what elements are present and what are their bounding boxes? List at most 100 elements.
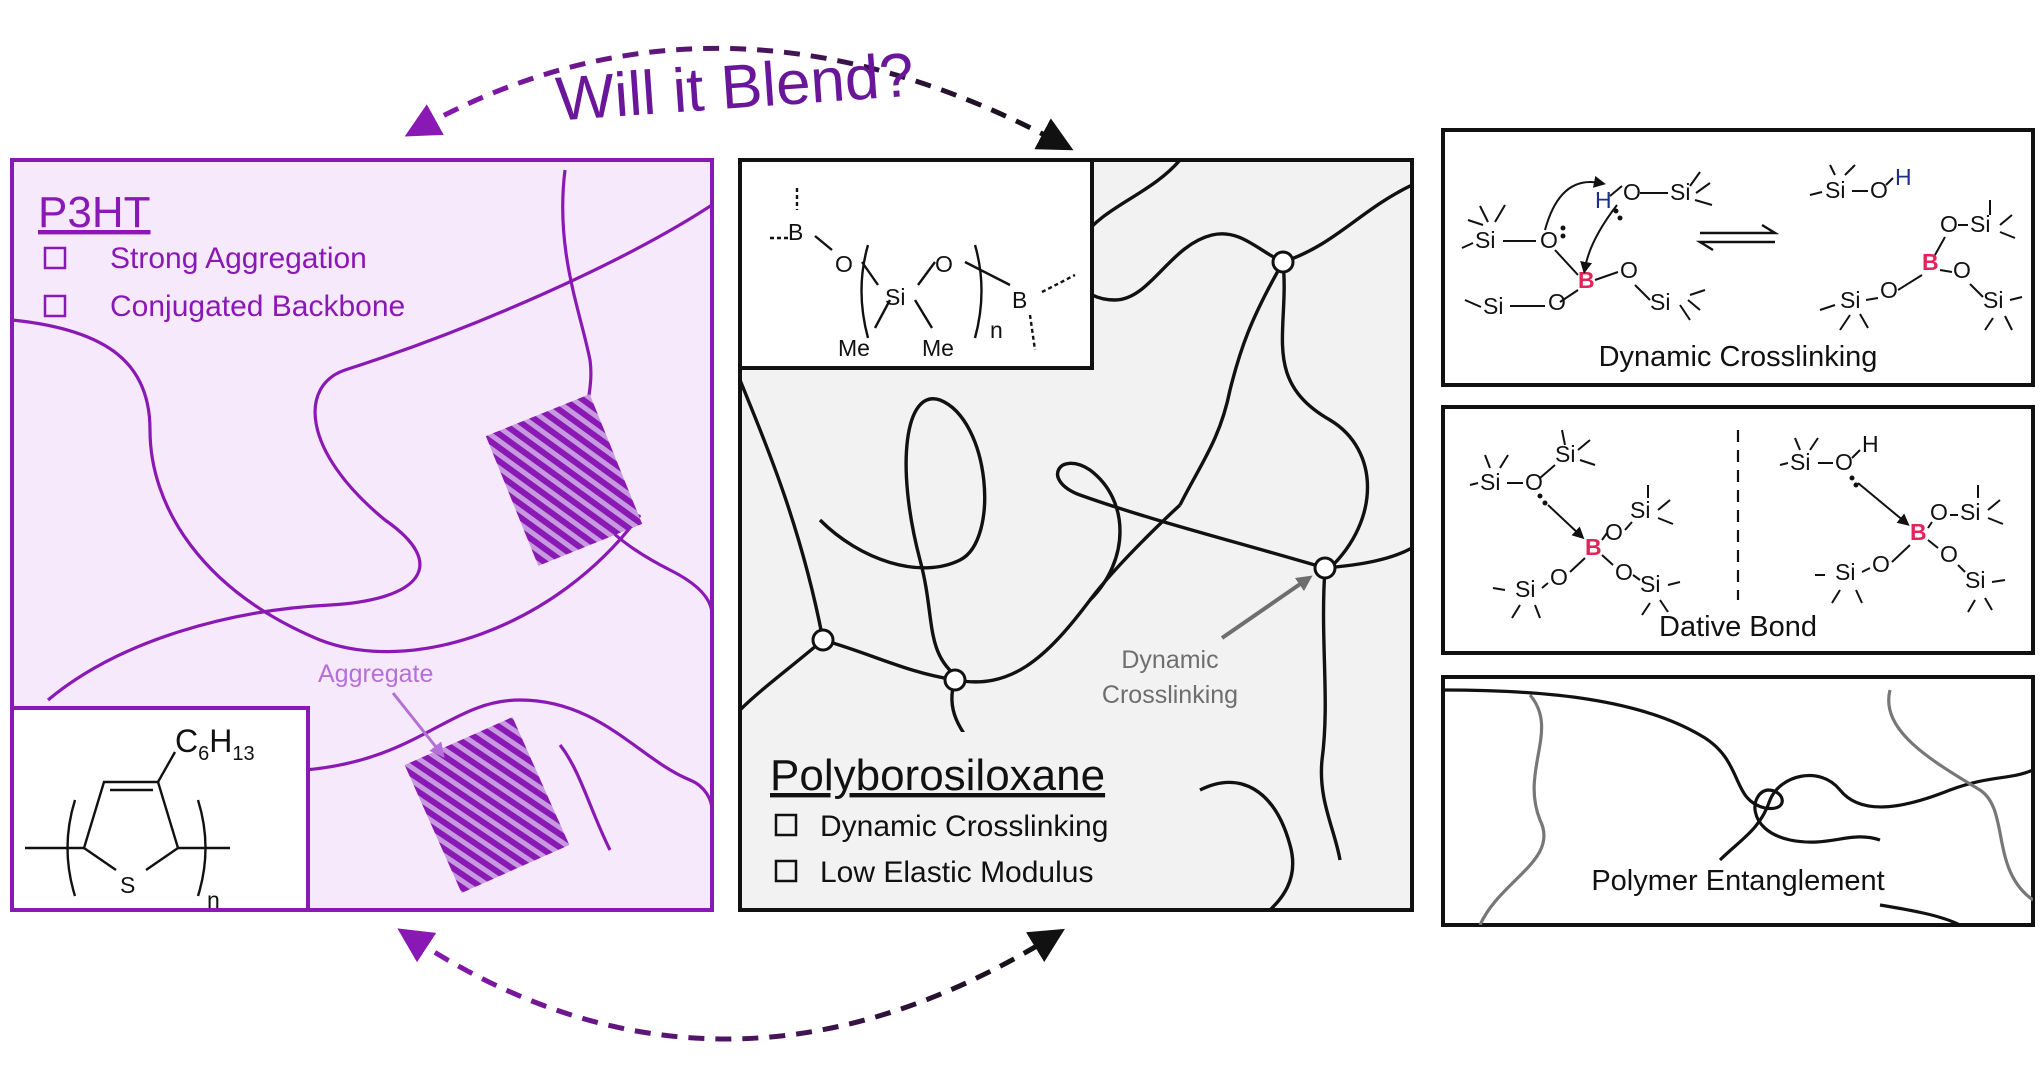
p3ht-panel: P3HT Strong Aggregation Conjugated Backb… — [10, 158, 714, 913]
svg-text:O: O — [1953, 257, 1971, 283]
svg-text:Si: Si — [1965, 567, 1985, 593]
pbs-feature-2: Low Elastic Modulus — [820, 856, 1093, 889]
svg-text:O: O — [1880, 277, 1898, 303]
svg-text:O: O — [1548, 289, 1566, 315]
svg-text:Si: Si — [1480, 469, 1500, 495]
boron-atom: B — [788, 219, 803, 245]
dynamic-reactants: Si O B O Si Si O H O Si — [1475, 179, 1690, 319]
mechanism-dative-bond: Si O Si B O Si O Si O Si — [1441, 405, 2035, 655]
p3ht-structure-inset: S n C6H13 — [10, 706, 310, 913]
mechanism-label-dative: Dative Bond — [1659, 611, 1817, 643]
oxygen-atom: O — [835, 251, 853, 277]
mechanism-label-entanglement: Polymer Entanglement — [1591, 865, 1884, 897]
dynamic-reactant-bonds — [1461, 171, 1713, 321]
checkbox-icon — [43, 294, 67, 318]
svg-text:B: B — [1578, 267, 1595, 293]
crosslink-label-line-1: Dynamic — [1121, 646, 1218, 674]
crosslink-label-line-2: Crosslinking — [1102, 681, 1238, 709]
svg-text:H: H — [1595, 187, 1612, 213]
svg-text:Si: Si — [1640, 571, 1660, 597]
repeat-unit-n: n — [990, 317, 1003, 343]
svg-text:Si: Si — [1835, 559, 1855, 585]
mechanism-dynamic-crosslinking: Si O B O Si Si O H O Si — [1441, 128, 2035, 387]
title-will-it-blend: Will it Blend? — [554, 41, 916, 135]
boron-atom: B — [1012, 287, 1027, 313]
svg-text:O: O — [1940, 541, 1958, 567]
svg-text:O: O — [1620, 257, 1638, 283]
bottom-blend-arrow — [397, 928, 1065, 1042]
svg-text:O: O — [1623, 179, 1641, 205]
svg-text:Si: Si — [1790, 449, 1810, 475]
svg-text:Si: Si — [1960, 499, 1980, 525]
svg-text:O: O — [1540, 227, 1558, 253]
dative-right-bonds — [1779, 437, 2006, 613]
lone-pair-dots — [1849, 475, 1859, 488]
dynamic-product-bonds — [1809, 164, 2023, 331]
crosslink-pointer-arrow — [1220, 575, 1313, 640]
equilibrium-arrows — [1695, 223, 1780, 252]
aggregate-label: Aggregate — [318, 660, 433, 688]
lone-pair-dots — [1560, 208, 1623, 239]
hexyl-substituent: C6H13 — [175, 723, 255, 765]
svg-text:B: B — [1585, 534, 1602, 560]
repeat-unit-n: n — [207, 887, 220, 913]
svg-text:Si: Si — [1983, 287, 2003, 313]
methyl-group: Me — [922, 335, 954, 361]
mechanism-label-dynamic: Dynamic Crosslinking — [1599, 341, 1878, 373]
polyborosiloxane-panel: Dynamic Crosslinking B O Si O — [738, 158, 1414, 912]
svg-text:B: B — [1910, 519, 1927, 545]
pbs-label-box: Polyborosiloxane Dynamic Crosslinking Lo… — [756, 732, 1188, 900]
entanglement-chains — [1443, 688, 2033, 925]
svg-text:Si: Si — [1670, 179, 1690, 205]
svg-text:O: O — [1615, 559, 1633, 585]
svg-text:Si: Si — [1825, 177, 1845, 203]
svg-text:Si: Si — [1515, 576, 1535, 602]
crosslink-node — [1313, 556, 1337, 580]
mechanism-polymer-entanglement: Polymer Entanglement — [1441, 675, 2035, 927]
oxygen-atom: O — [935, 251, 953, 277]
crosslink-nodes — [811, 250, 1337, 692]
svg-text:Si: Si — [1970, 211, 1990, 237]
checkbox-icon — [774, 859, 798, 883]
crosslink-node — [811, 628, 835, 652]
aggregate-bottom — [404, 717, 570, 893]
pbs-feature-1: Dynamic Crosslinking — [820, 810, 1108, 843]
svg-text:O: O — [1835, 449, 1853, 475]
svg-text:Si: Si — [1555, 441, 1575, 467]
dative-left: Si O Si B O Si O Si O Si — [1480, 441, 1660, 602]
svg-text:B: B — [1922, 249, 1939, 275]
lone-pair-dots — [1537, 493, 1548, 506]
aggregate-top — [485, 394, 643, 566]
p3ht-feature-1: Strong Aggregation — [110, 242, 367, 275]
p3ht-polymer-chains — [12, 169, 712, 851]
aggregate-pointer-arrow — [391, 692, 445, 758]
checkbox-icon — [774, 813, 798, 837]
crosslink-node — [1271, 250, 1295, 274]
sulfur-atom: S — [120, 872, 135, 898]
svg-text:H: H — [1862, 431, 1879, 457]
svg-text:Si: Si — [1840, 287, 1860, 313]
top-blend-arrow — [404, 45, 1074, 151]
svg-text:O: O — [1550, 564, 1568, 590]
svg-text:O: O — [1525, 469, 1543, 495]
crosslink-node — [943, 668, 967, 692]
pbs-title: Polyborosiloxane — [770, 751, 1105, 800]
methyl-group: Me — [838, 335, 870, 361]
svg-text:Si: Si — [1650, 289, 1670, 315]
svg-text:O: O — [1940, 211, 1958, 237]
svg-text:O: O — [1605, 519, 1623, 545]
pbs-structure-inset: B O Si O n B Me Me — [738, 158, 1094, 370]
dynamic-products: Si O H O Si B O Si O Si — [1825, 164, 2003, 313]
checkbox-icon — [43, 246, 67, 270]
svg-text:O: O — [1872, 551, 1890, 577]
silicon-atom: Si — [885, 284, 905, 310]
p3ht-title: P3HT — [38, 188, 150, 237]
svg-text:Si: Si — [1630, 497, 1650, 523]
svg-text:Si: Si — [1475, 227, 1495, 253]
svg-text:O: O — [1870, 177, 1888, 203]
dative-right: Si O H B O Si O Si O Si — [1790, 431, 1985, 593]
svg-text:H: H — [1895, 164, 1912, 190]
p3ht-feature-2: Conjugated Backbone — [110, 290, 405, 323]
svg-text:Si: Si — [1483, 293, 1503, 319]
